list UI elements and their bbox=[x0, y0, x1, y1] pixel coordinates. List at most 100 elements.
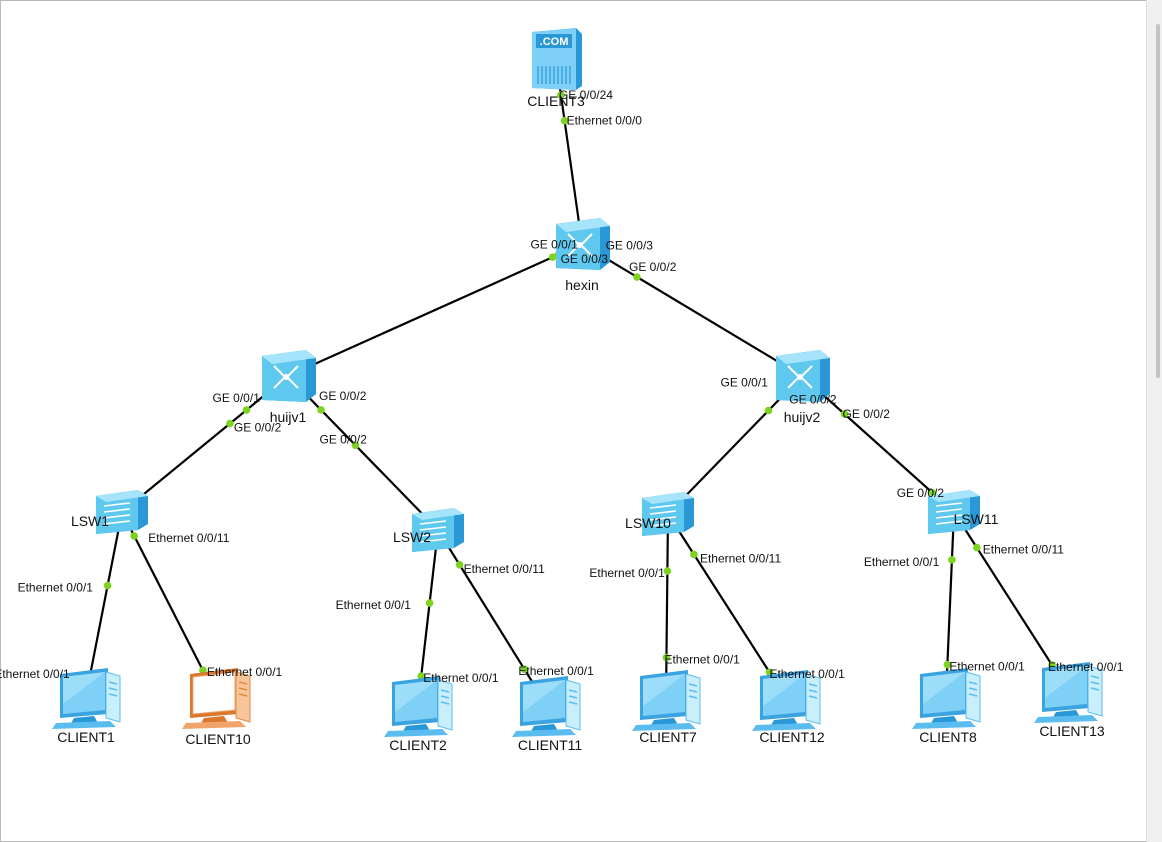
link-lsw1-client10[interactable] bbox=[121, 511, 217, 697]
core-switch-icon[interactable] bbox=[261, 349, 317, 403]
device-name-label: CLIENT11 bbox=[518, 737, 583, 753]
port-label: Ethernet 0/0/11 bbox=[700, 551, 781, 565]
link-lsw11-client13[interactable] bbox=[953, 511, 1069, 691]
device-huijv1[interactable]: huijv1 bbox=[261, 349, 317, 425]
port-label: Ethernet 0/0/1 bbox=[589, 566, 665, 580]
device-client12[interactable]: CLIENT12 bbox=[751, 669, 825, 745]
pc-icon[interactable] bbox=[911, 667, 981, 730]
port-label: GE 0/0/2 bbox=[843, 407, 891, 421]
port-label: Ethernet 0/0/1 bbox=[0, 667, 70, 681]
port-label: GE 0/0/2 bbox=[789, 392, 837, 406]
port-label: Ethernet 0/0/1 bbox=[423, 671, 499, 685]
port-dot bbox=[130, 532, 139, 540]
port-dot bbox=[663, 567, 672, 575]
port-label: GE 0/0/2 bbox=[234, 421, 282, 435]
device-client10[interactable]: CLIENT10 bbox=[181, 667, 251, 747]
device-name-label: LSW1 bbox=[71, 513, 109, 529]
port-dot bbox=[840, 410, 849, 418]
link-lsw10-client7[interactable] bbox=[664, 513, 670, 699]
port-dot bbox=[455, 561, 464, 569]
device-name-label: CLIENT10 bbox=[185, 731, 251, 747]
device-name-label: LSW2 bbox=[393, 529, 431, 545]
device-client11[interactable]: CLIENT11 bbox=[511, 675, 583, 753]
device-name-label: LSW11 bbox=[954, 511, 999, 527]
port-label: Ethernet 0/0/1 bbox=[769, 667, 845, 681]
link-hexin-huijv1[interactable] bbox=[287, 242, 583, 378]
device-lsw10[interactable]: LSW10 bbox=[625, 491, 695, 537]
port-label: Ethernet 0/0/1 bbox=[1048, 660, 1124, 674]
link-huijv1-lsw2[interactable] bbox=[287, 375, 439, 531]
pc-icon[interactable] bbox=[511, 675, 581, 738]
port-dot bbox=[662, 653, 671, 662]
port-dot bbox=[317, 406, 325, 414]
port-dot bbox=[199, 666, 207, 675]
device-client2[interactable]: CLIENT2 bbox=[383, 675, 453, 753]
port-label: Ethernet 0/0/1 bbox=[949, 660, 1025, 674]
port-dot bbox=[226, 419, 234, 428]
port-label: Ethernet 0/0/1 bbox=[18, 581, 94, 595]
port-label: GE 0/0/1 bbox=[213, 391, 261, 405]
link-hexin-huijv2[interactable] bbox=[581, 243, 803, 377]
device-lsw2[interactable]: LSW2 bbox=[393, 507, 465, 553]
link-huijv1-lsw1[interactable] bbox=[121, 375, 289, 513]
device-name-label: hexin bbox=[565, 277, 598, 293]
port-dot bbox=[351, 441, 360, 450]
port-dot bbox=[928, 489, 937, 497]
device-name-label: CLIENT1 bbox=[57, 729, 115, 745]
scrollbar-thumb[interactable] bbox=[1156, 24, 1160, 378]
pc-icon[interactable] bbox=[631, 669, 701, 732]
device-name-label: CLIENT7 bbox=[639, 729, 697, 745]
server-icon[interactable] bbox=[531, 27, 583, 91]
link-lsw2-client11[interactable] bbox=[437, 529, 547, 705]
port-dot bbox=[943, 660, 952, 669]
port-label: Ethernet 0/0/0 bbox=[567, 114, 643, 128]
port-dots-layer bbox=[86, 91, 1056, 680]
port-label: Ethernet 0/0/11 bbox=[983, 543, 1064, 557]
port-dot bbox=[690, 550, 698, 559]
device-name-label: huijv1 bbox=[270, 409, 307, 425]
port-dot bbox=[765, 668, 774, 677]
device-client1[interactable]: CLIENT1 bbox=[51, 667, 121, 745]
link-lsw1-client1[interactable] bbox=[84, 511, 124, 697]
device-hexin[interactable]: hexin bbox=[555, 217, 611, 293]
device-lsw11[interactable]: LSW11 bbox=[927, 489, 999, 535]
device-client7[interactable]: CLIENT7 bbox=[631, 669, 701, 745]
port-label: GE 0/0/2 bbox=[897, 486, 945, 500]
port-label: GE 0/0/1 bbox=[530, 238, 578, 252]
link-lsw10-client12[interactable] bbox=[667, 513, 787, 699]
port-dot bbox=[764, 406, 773, 415]
device-name-label: CLIENT13 bbox=[1039, 723, 1105, 739]
port-dot bbox=[548, 253, 557, 261]
links-layer bbox=[84, 59, 1069, 705]
link-huijv2-lsw11[interactable] bbox=[801, 375, 955, 513]
device-client3[interactable]: CLIENT3 bbox=[527, 27, 585, 109]
port-label: GE 0/0/2 bbox=[319, 389, 367, 403]
port-dot bbox=[242, 406, 251, 414]
device-name-label: CLIENT8 bbox=[919, 729, 977, 745]
port-label: GE 0/0/3 bbox=[561, 252, 609, 266]
device-name-label: CLIENT2 bbox=[389, 737, 447, 753]
port-label: GE 0/0/3 bbox=[606, 239, 654, 253]
link-client3-hexin[interactable] bbox=[554, 59, 584, 245]
port-dot bbox=[633, 273, 641, 281]
port-dot bbox=[417, 672, 426, 680]
port-dot bbox=[425, 599, 434, 607]
device-lsw1[interactable]: LSW1 bbox=[71, 489, 149, 535]
port-label: GE 0/0/2 bbox=[320, 432, 368, 446]
port-dot bbox=[103, 581, 112, 590]
port-label: Ethernet 0/0/1 bbox=[664, 653, 740, 667]
port-dot bbox=[557, 91, 565, 99]
device-client13[interactable]: CLIENT13 bbox=[1033, 661, 1105, 739]
device-name-label: CLIENT3 bbox=[527, 93, 585, 109]
port-label: GE 0/0/1 bbox=[721, 376, 769, 390]
port-label: GE 0/0/2 bbox=[629, 260, 677, 274]
port-label: Ethernet 0/0/1 bbox=[336, 598, 412, 612]
port-label: GE 0/0/24 bbox=[559, 88, 613, 102]
device-name-label: CLIENT12 bbox=[759, 729, 825, 745]
device-client8[interactable]: CLIENT8 bbox=[911, 667, 981, 745]
device-huijv2[interactable]: huijv2 bbox=[775, 349, 831, 425]
port-label: Ethernet 0/0/1 bbox=[864, 555, 940, 569]
